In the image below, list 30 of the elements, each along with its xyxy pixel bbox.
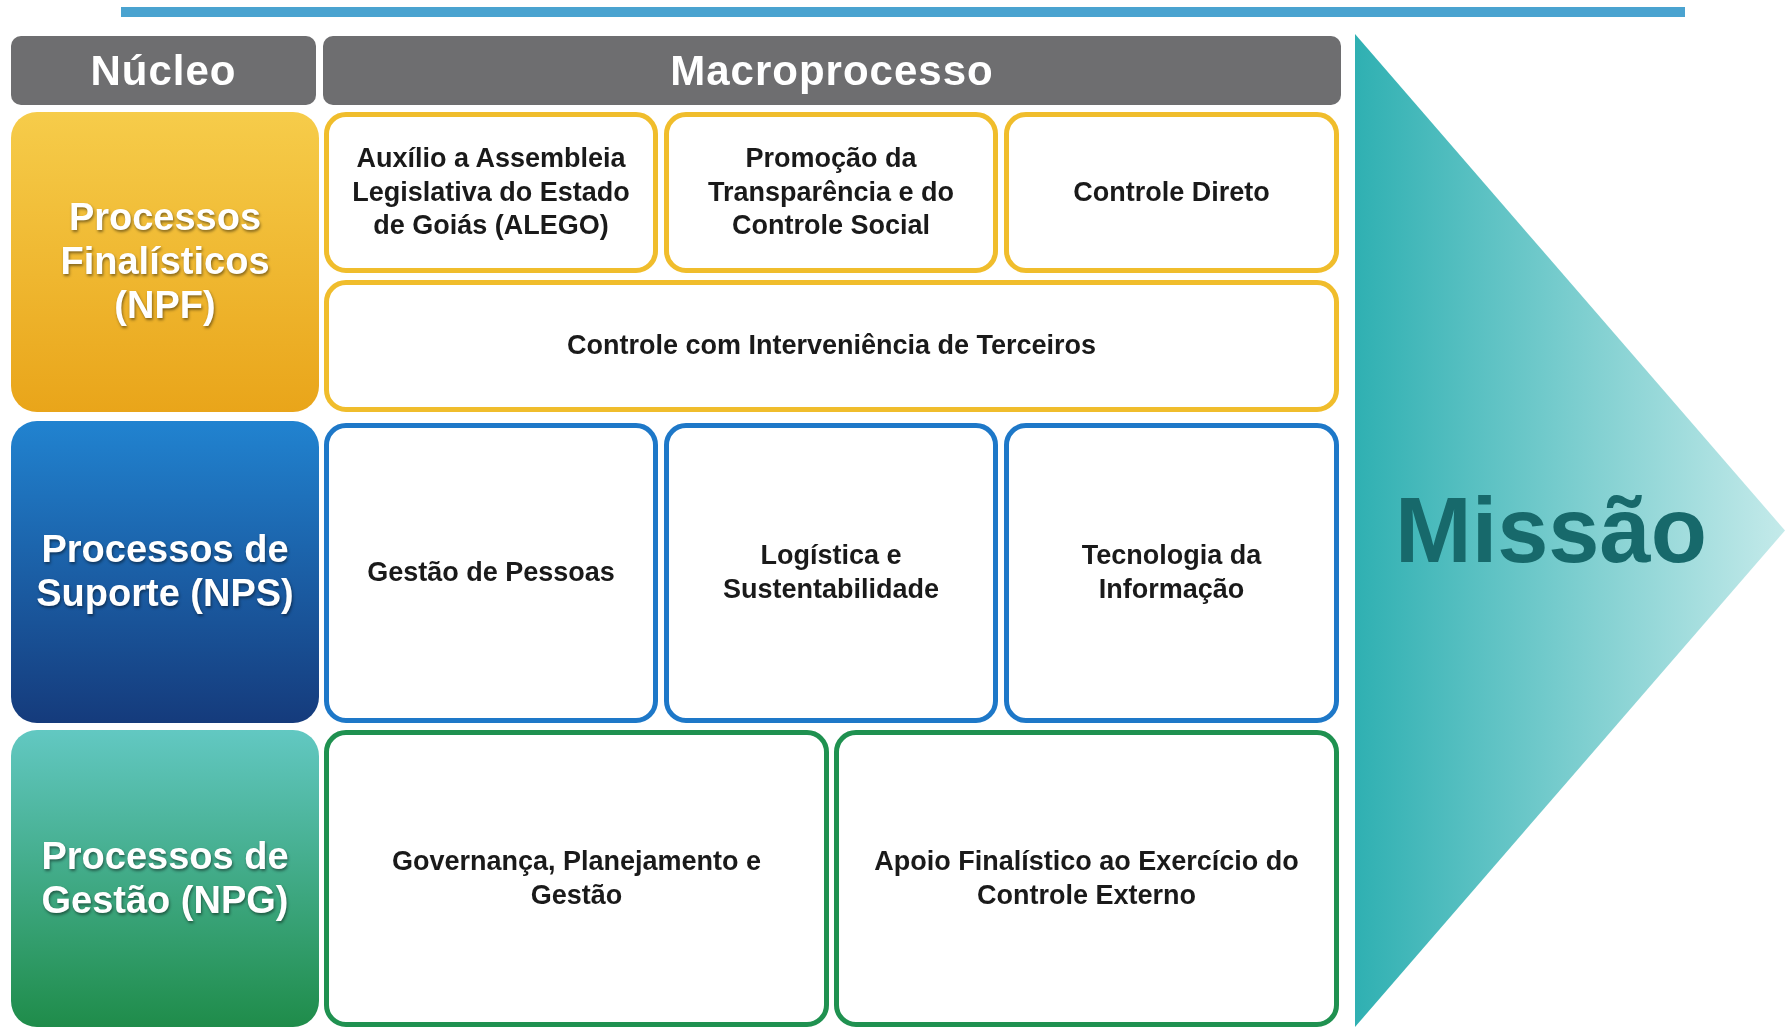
process-label: Governança, Planejamento e Gestão — [390, 844, 763, 912]
process-box — [324, 112, 658, 273]
process-box — [1004, 423, 1339, 723]
header-text: Macroprocesso — [670, 46, 994, 95]
mission-chevron — [1355, 34, 1785, 1027]
header-text: Núcleo — [90, 46, 237, 95]
process-label: Apoio Finalístico ao Exercício do Controle Externo — [873, 844, 1300, 912]
process-box — [834, 730, 1339, 1027]
mission-label: Missão — [1395, 478, 1707, 583]
process-label: Gestão de Pessoas — [367, 556, 615, 590]
process-box — [1004, 112, 1339, 273]
process-label: Auxílio a Assembleia Legislativa do Estado de Goiás (ALEGO) — [351, 141, 631, 243]
process-label: Promoção da Transparência e do Controle Social — [706, 141, 956, 243]
process-box — [664, 112, 998, 273]
process-box — [324, 423, 658, 723]
process-box — [664, 423, 998, 723]
process-label: Processos Finalísticos (NPF) — [59, 196, 271, 328]
process-label: Controle Direto — [1073, 175, 1270, 209]
process-label: Controle com Interveniência de Terceiros — [566, 329, 1097, 363]
process-box — [324, 280, 1339, 412]
process-label: Processos de Suporte (NPS) — [35, 528, 295, 616]
core-process-box — [11, 730, 319, 1027]
core-process-box — [11, 421, 319, 723]
process-box — [324, 730, 829, 1027]
process-label: Processos de Gestão (NPG) — [40, 834, 290, 923]
process-label: Tecnologia da Informação — [1080, 539, 1263, 606]
process-label: Logística e Sustentabilidade — [721, 539, 940, 606]
column-header — [323, 36, 1341, 105]
core-process-box — [11, 112, 319, 412]
column-header — [11, 36, 316, 105]
